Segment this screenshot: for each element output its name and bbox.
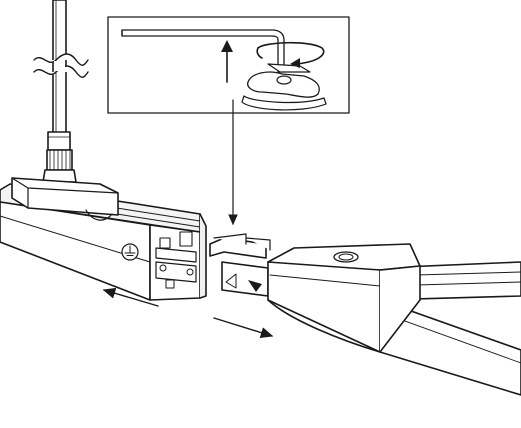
push-left-arrow [102, 287, 159, 307]
rotation-arrow-icon [256, 41, 325, 68]
track-adapter [11, 177, 119, 221]
cable-break-mark [33, 53, 89, 78]
cable-grip-tube [42, 131, 77, 183]
push-right-arrow [213, 317, 274, 339]
hex-key-inset [107, 16, 350, 114]
mechanical-connector [209, 233, 271, 297]
ground-symbol-icon [121, 243, 139, 261]
up-arrow-icon [221, 40, 233, 83]
right-track-rail [267, 243, 521, 396]
connector-end-cap [149, 213, 207, 301]
